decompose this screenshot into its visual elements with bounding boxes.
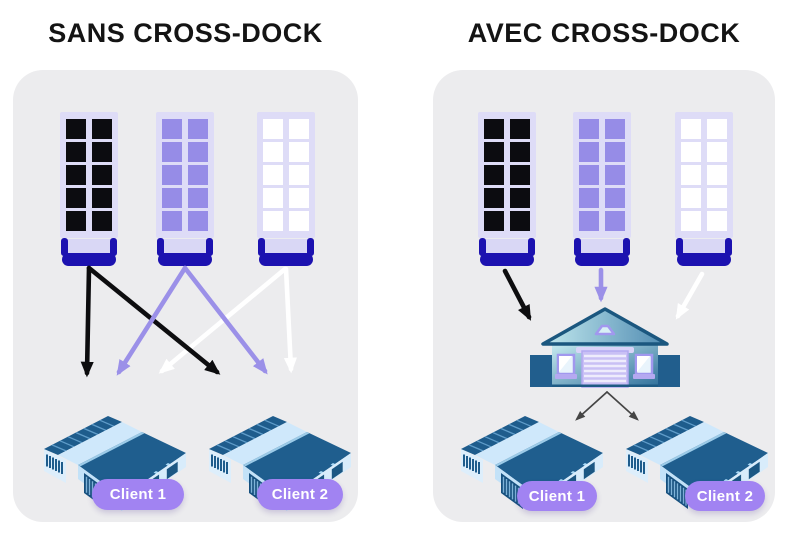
- arrow-truck-empty-client2: [283, 266, 297, 374]
- client2-badge: Client 2: [257, 479, 343, 510]
- arrow-truck-mixed-client2: [182, 265, 268, 375]
- truck-full-icon: [478, 112, 536, 266]
- left-panel: Client 1 Client 2: [13, 70, 358, 522]
- client1-label: Client 1: [109, 486, 167, 503]
- client1-label: Client 1: [528, 487, 586, 505]
- left-scene: [43, 112, 352, 512]
- truck-full-icon: [60, 112, 118, 266]
- arrow-crossdock-client1: [575, 391, 608, 421]
- arrow-truck-empty-crossdock: [675, 271, 705, 320]
- arrow-truck-full-client1: [80, 265, 94, 378]
- client2-label: Client 2: [696, 487, 754, 505]
- client1-badge: Client 1: [92, 479, 184, 510]
- right-panel: Client 1 Client 2: [433, 70, 775, 522]
- truck-mixed-icon: [156, 112, 214, 266]
- client2-label: Client 2: [271, 486, 329, 503]
- arrow-crossdock-client2: [606, 391, 639, 421]
- truck-empty-icon: [675, 112, 733, 266]
- right-scene: [460, 112, 769, 512]
- truck-mixed-icon: [573, 112, 631, 266]
- arrow-truck-full-crossdock: [502, 268, 532, 321]
- client2-badge: Client 2: [685, 481, 765, 511]
- right-panel-title: AVEC CROSS-DOCK: [467, 18, 741, 48]
- arrow-truck-mixed-client1: [116, 265, 188, 376]
- client1-badge: Client 1: [517, 481, 597, 511]
- crossdock-icon: [530, 307, 680, 389]
- left-panel-title: SANS CROSS-DOCK: [48, 18, 323, 48]
- truck-empty-icon: [257, 112, 315, 266]
